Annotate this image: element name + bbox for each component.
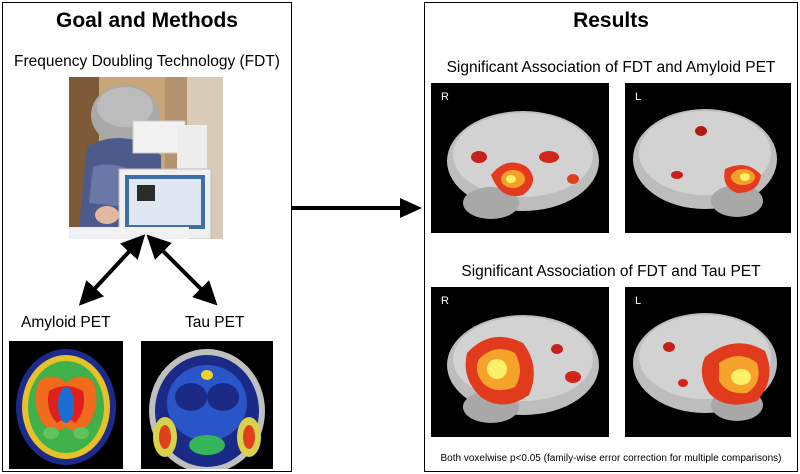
tau-pet-scan bbox=[141, 341, 273, 469]
tau-brain-right: R bbox=[431, 287, 609, 437]
amyloid-association-heading: Significant Association of FDT and Amylo… bbox=[446, 59, 776, 76]
goal-methods-panel: Goal and Methods Frequency Doubling Tech… bbox=[2, 2, 292, 472]
amyloid-pet-scan bbox=[9, 341, 123, 469]
amyloid-brain-left: L bbox=[625, 83, 791, 233]
fdt-pet-arrows bbox=[78, 234, 218, 306]
footnote: Both voxelwise p<0.05 (family-wise error… bbox=[440, 453, 782, 464]
results-panel: Results Significant Association of FDT a… bbox=[424, 2, 798, 472]
side-label-r: R bbox=[441, 295, 449, 307]
results-arrow bbox=[292, 198, 422, 218]
tau-association-heading: Significant Association of FDT and Tau P… bbox=[461, 263, 761, 280]
fdt-label: Frequency Doubling Technology (FDT) bbox=[14, 53, 280, 70]
fdt-photo bbox=[69, 77, 223, 239]
amyloid-pet-label: Amyloid PET bbox=[21, 314, 111, 331]
side-label-l: L bbox=[635, 295, 642, 307]
tau-brain-left: L bbox=[625, 287, 791, 437]
side-label-l: L bbox=[635, 91, 642, 103]
amyloid-brain-right: R bbox=[431, 83, 609, 233]
goal-methods-title: Goal and Methods bbox=[55, 9, 238, 32]
side-label-r: R bbox=[441, 91, 449, 103]
results-title: Results bbox=[573, 9, 649, 32]
tau-pet-label: Tau PET bbox=[185, 314, 245, 331]
